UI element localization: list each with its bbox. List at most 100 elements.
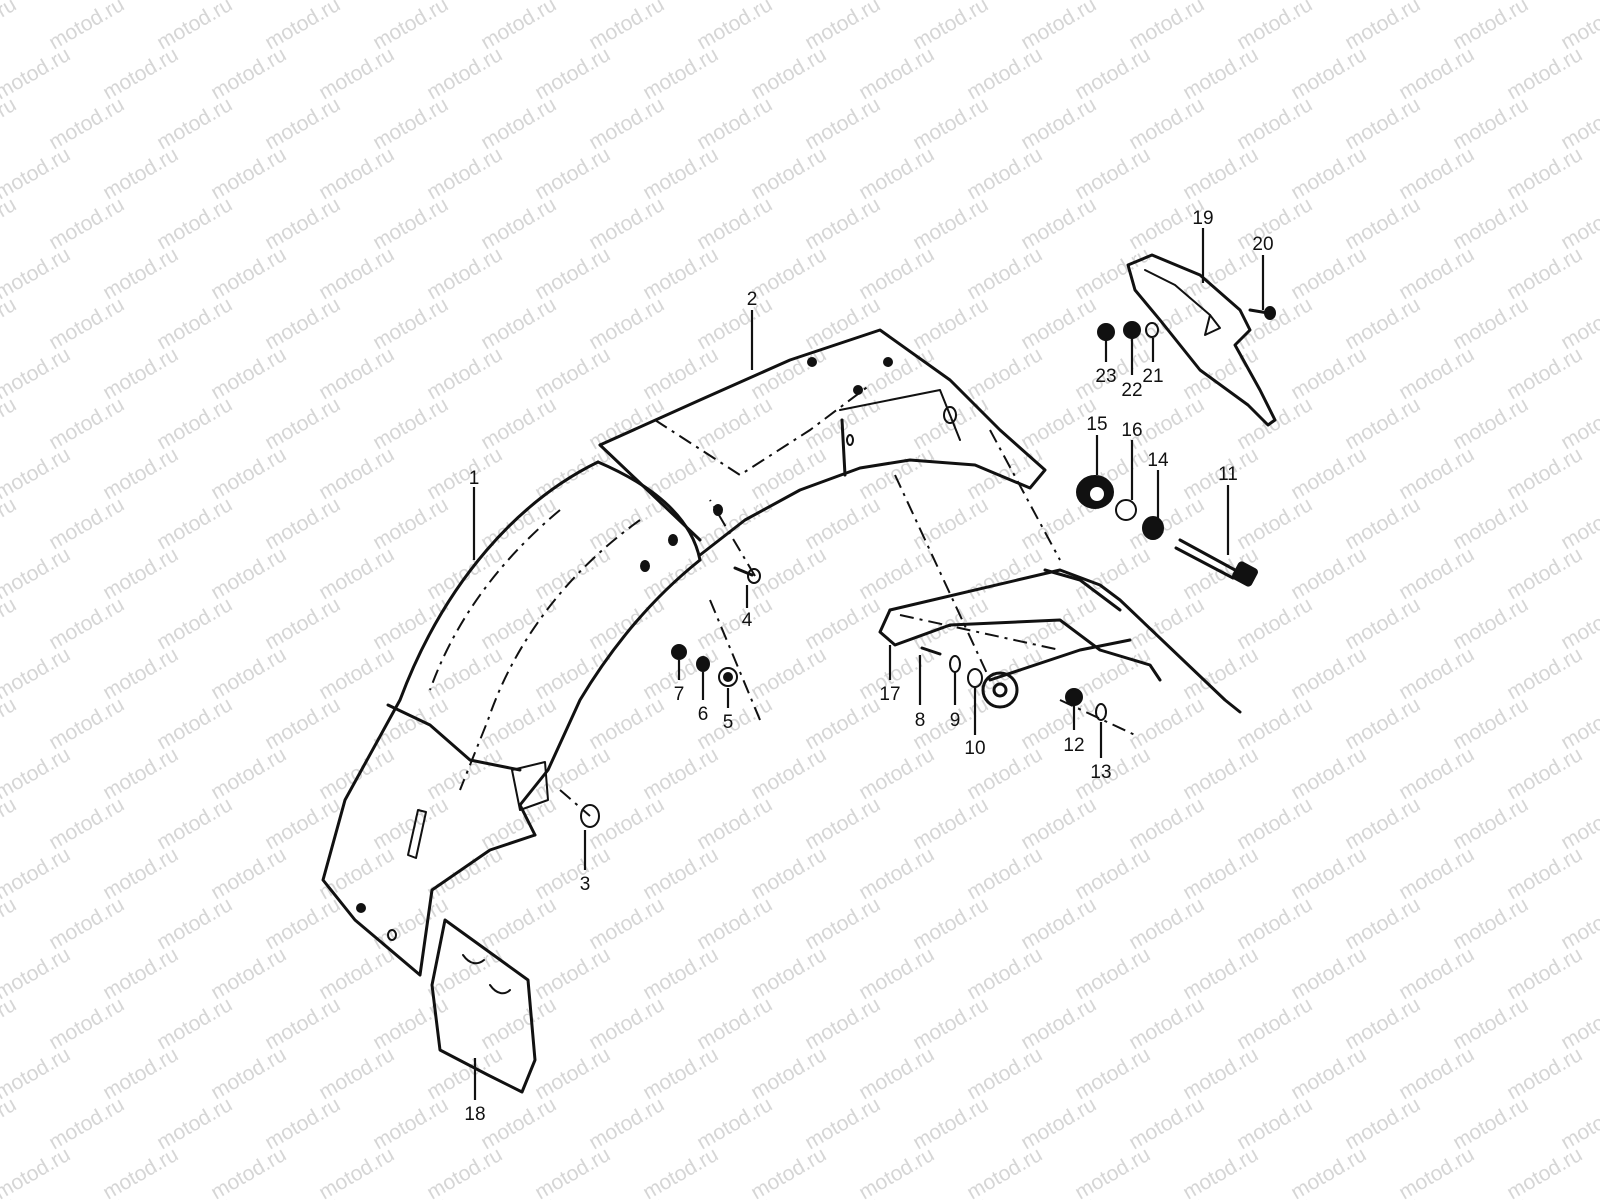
watermark-tile: motod.ru: [423, 1143, 506, 1200]
watermark-tile: motod.ru: [0, 193, 20, 254]
watermark-tile: motod.ru: [1341, 1193, 1424, 1200]
watermark-tile: motod.ru: [1557, 793, 1600, 854]
callout-9: 9: [950, 710, 961, 731]
watermark-tile: motod.ru: [0, 1143, 74, 1200]
watermark-tile: motod.ru: [1557, 1093, 1600, 1154]
watermark-tile: motod.ru: [0, 443, 74, 504]
callout-19: 19: [1192, 208, 1213, 229]
watermark-tile: motod.ru: [0, 593, 20, 654]
watermark-tile: motod.ru: [207, 1143, 290, 1200]
watermark-tile: motod.ru: [0, 643, 74, 704]
watermark-tile: motod.ru: [801, 1193, 884, 1200]
watermark-tile: motod.ru: [0, 393, 20, 454]
rear-fender-lower: [321, 460, 702, 977]
bolt-11: [1174, 538, 1258, 587]
callout-15: 15: [1086, 414, 1107, 435]
watermark-tile: motod.ru: [1503, 1143, 1586, 1200]
callout-21: 21: [1142, 366, 1163, 387]
watermark-tile: motod.ru: [0, 493, 20, 554]
watermark-tile: motod.ru: [1557, 393, 1600, 454]
callout-1: 1: [469, 468, 480, 489]
callout-14: 14: [1147, 450, 1169, 471]
watermark-tile: motod.ru: [693, 1193, 776, 1200]
watermark-tile: motod.ru: [0, 993, 20, 1054]
watermark-tile: motod.ru: [1557, 993, 1600, 1054]
watermark-tile: motod.ru: [0, 843, 74, 904]
watermark-tile: motod.ru: [1557, 193, 1600, 254]
hardware: [559, 306, 1276, 828]
watermark-tile: motod.ru: [0, 293, 20, 354]
callout-7: 7: [674, 684, 685, 705]
callout-2: 2: [747, 289, 758, 310]
watermark-tile: motod.ru: [99, 1143, 182, 1200]
callout-16: 16: [1121, 420, 1142, 441]
watermark-tile: motod.ru: [1287, 1143, 1370, 1200]
watermark-tile: motod.ru: [0, 1193, 20, 1200]
watermark-tile: motod.ru: [1125, 1193, 1208, 1200]
watermark-tile: motod.ru: [1179, 1143, 1262, 1200]
watermark-tile: motod.ru: [639, 1143, 722, 1200]
watermark-tile: motod.ru: [1395, 1143, 1478, 1200]
license-bracket: [1126, 253, 1277, 427]
watermark-tile: motod.ru: [1071, 1143, 1154, 1200]
watermark-tile: motod.ru: [261, 1193, 344, 1200]
watermark-tile: motod.ru: [477, 1193, 560, 1200]
callout-18: 18: [464, 1104, 485, 1125]
watermark-tile: motod.ru: [0, 1093, 20, 1154]
watermark-tile: motod.ru: [0, 143, 74, 204]
watermark-tile: motod.ru: [855, 1143, 938, 1200]
watermark-tile: motod.ru: [1017, 1193, 1100, 1200]
callout-17: 17: [879, 684, 900, 705]
watermark-tile: motod.ru: [747, 1143, 830, 1200]
watermark-tile: motod.ru: [153, 1193, 236, 1200]
watermark-tile: motod.ru: [0, 243, 74, 304]
mud-flap: [430, 918, 537, 1094]
rear-bracket: [878, 429, 1242, 714]
watermark-tile: motod.ru: [1557, 893, 1600, 954]
callout-12: 12: [1063, 735, 1084, 756]
callout-5: 5: [723, 712, 734, 733]
watermark-tile: motod.ru: [0, 0, 20, 54]
watermark-tile: motod.ru: [1557, 93, 1600, 154]
watermark-tile: motod.ru: [1233, 1193, 1316, 1200]
watermark-tile: motod.ru: [1557, 1193, 1600, 1200]
watermark-tile: motod.ru: [0, 943, 74, 1004]
watermark-tile: motod.ru: [369, 1193, 452, 1200]
callout-22: 22: [1121, 380, 1142, 401]
watermark-tile: motod.ru: [315, 1143, 398, 1200]
watermark-tile: motod.ru: [0, 793, 20, 854]
watermark-tile: motod.ru: [0, 1043, 74, 1104]
callout-8: 8: [915, 710, 926, 731]
watermark-tile: motod.ru: [1557, 0, 1600, 54]
callout-10: 10: [964, 738, 985, 759]
watermark-tile: motod.ru: [0, 93, 20, 154]
watermark-tile: motod.ru: [909, 1193, 992, 1200]
callout-3: 3: [580, 874, 591, 895]
callout-labels: 1 2 3 4 5 6 7 8 9 10 11 12 13 14 15 16 1…: [464, 208, 1273, 1125]
watermark-tile: motod.ru: [1557, 693, 1600, 754]
callout-6: 6: [698, 704, 709, 725]
watermark-tile: motod.ru: [1449, 1193, 1532, 1200]
watermark-tile: motod.ru: [1557, 593, 1600, 654]
watermark-tile: motod.ru: [0, 43, 74, 104]
watermark-tile: motod.ru: [531, 1143, 614, 1200]
callout-4: 4: [742, 610, 753, 631]
watermark-tile: motod.ru: [0, 693, 20, 754]
watermark-tile: motod.ru: [0, 543, 74, 604]
watermark-tile: motod.ru: [1557, 293, 1600, 354]
watermark-tile: motod.ru: [0, 343, 74, 404]
watermark-tile: motod.ru: [585, 1193, 668, 1200]
watermark-tile: motod.ru: [45, 1193, 128, 1200]
callout-23: 23: [1095, 366, 1116, 387]
callout-11: 11: [1218, 464, 1238, 485]
watermark-tile: motod.ru: [963, 1143, 1046, 1200]
watermark-tile: motod.ru: [0, 743, 74, 804]
watermark-tile: motod.ru: [1557, 493, 1600, 554]
callout-20: 20: [1252, 234, 1273, 255]
watermark-tile: motod.ru: [0, 893, 20, 954]
callout-13: 13: [1090, 762, 1111, 783]
leader-lines: [472, 228, 1265, 1100]
rear-fender-upper: [598, 328, 1047, 557]
